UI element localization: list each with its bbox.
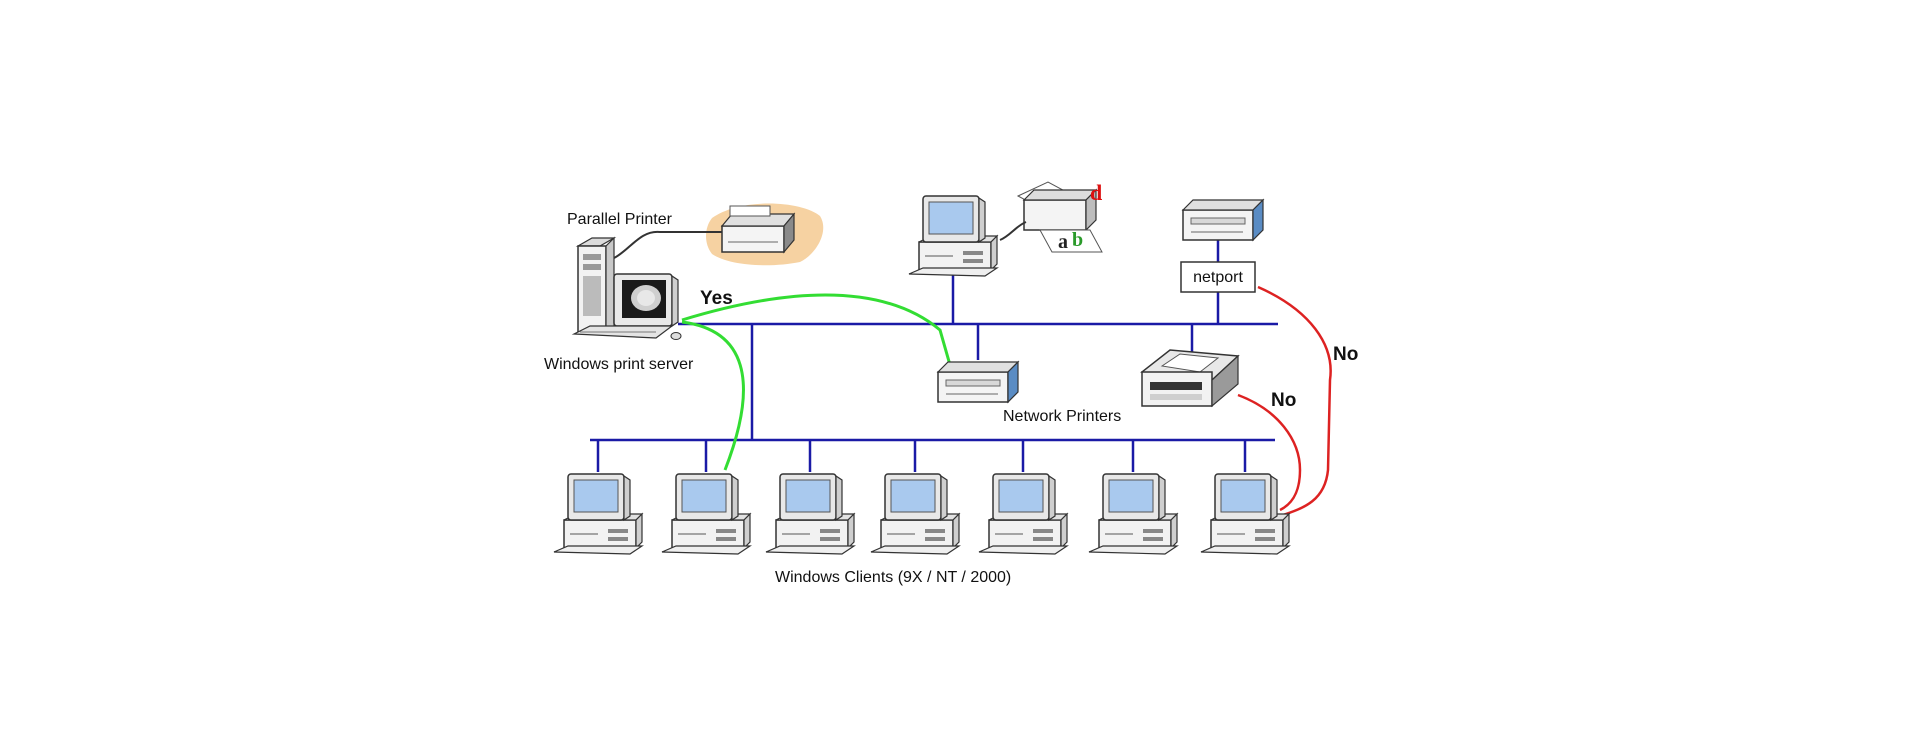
desktop-computer-icon xyxy=(661,473,751,555)
desktop-computer-icon xyxy=(553,473,643,555)
desktop-computer-icon xyxy=(1200,473,1290,555)
no-paths xyxy=(1237,285,1332,518)
parallel-printer xyxy=(613,203,824,266)
inkjet-printer-icon: a b d xyxy=(1016,180,1103,253)
netport-printer: netport xyxy=(1180,199,1264,293)
desktop-computer-icon xyxy=(978,473,1068,555)
desktop-computer-icon xyxy=(1088,473,1178,555)
tower-server-icon xyxy=(575,236,617,334)
parallel-printer-label: Parallel Printer xyxy=(567,211,673,228)
yes-label: Yes xyxy=(700,288,733,309)
client-workstations xyxy=(553,473,1290,555)
desktop-computer-icon xyxy=(765,473,855,555)
printer-icon xyxy=(937,361,1019,403)
svg-text:a: a xyxy=(1058,231,1068,253)
yes-path xyxy=(681,293,952,471)
svg-text:d: d xyxy=(1090,180,1102,205)
netport-box xyxy=(1180,261,1256,293)
clients-label: Windows Clients (9X / NT / 2000) xyxy=(775,569,1011,586)
server-monitor-icon xyxy=(571,273,682,340)
network-bus-lines xyxy=(590,232,1278,472)
network-printers-label: Network Printers xyxy=(1003,408,1121,425)
no-label-bottom: No xyxy=(1271,390,1296,411)
no-label-top: No xyxy=(1333,344,1358,365)
laser-printer xyxy=(1140,349,1240,408)
svg-text:b: b xyxy=(1072,229,1083,251)
network-printer xyxy=(937,361,1019,403)
print-server xyxy=(571,236,682,340)
desktop-computer-icon xyxy=(908,195,998,277)
print-server-label: Windows print server xyxy=(544,356,694,373)
printer-icon xyxy=(720,205,796,254)
top-workstation: a b d xyxy=(908,180,1103,277)
desktop-computer-icon xyxy=(870,473,960,555)
netport-label: netport xyxy=(1193,269,1243,286)
printer-icon xyxy=(1182,199,1264,241)
